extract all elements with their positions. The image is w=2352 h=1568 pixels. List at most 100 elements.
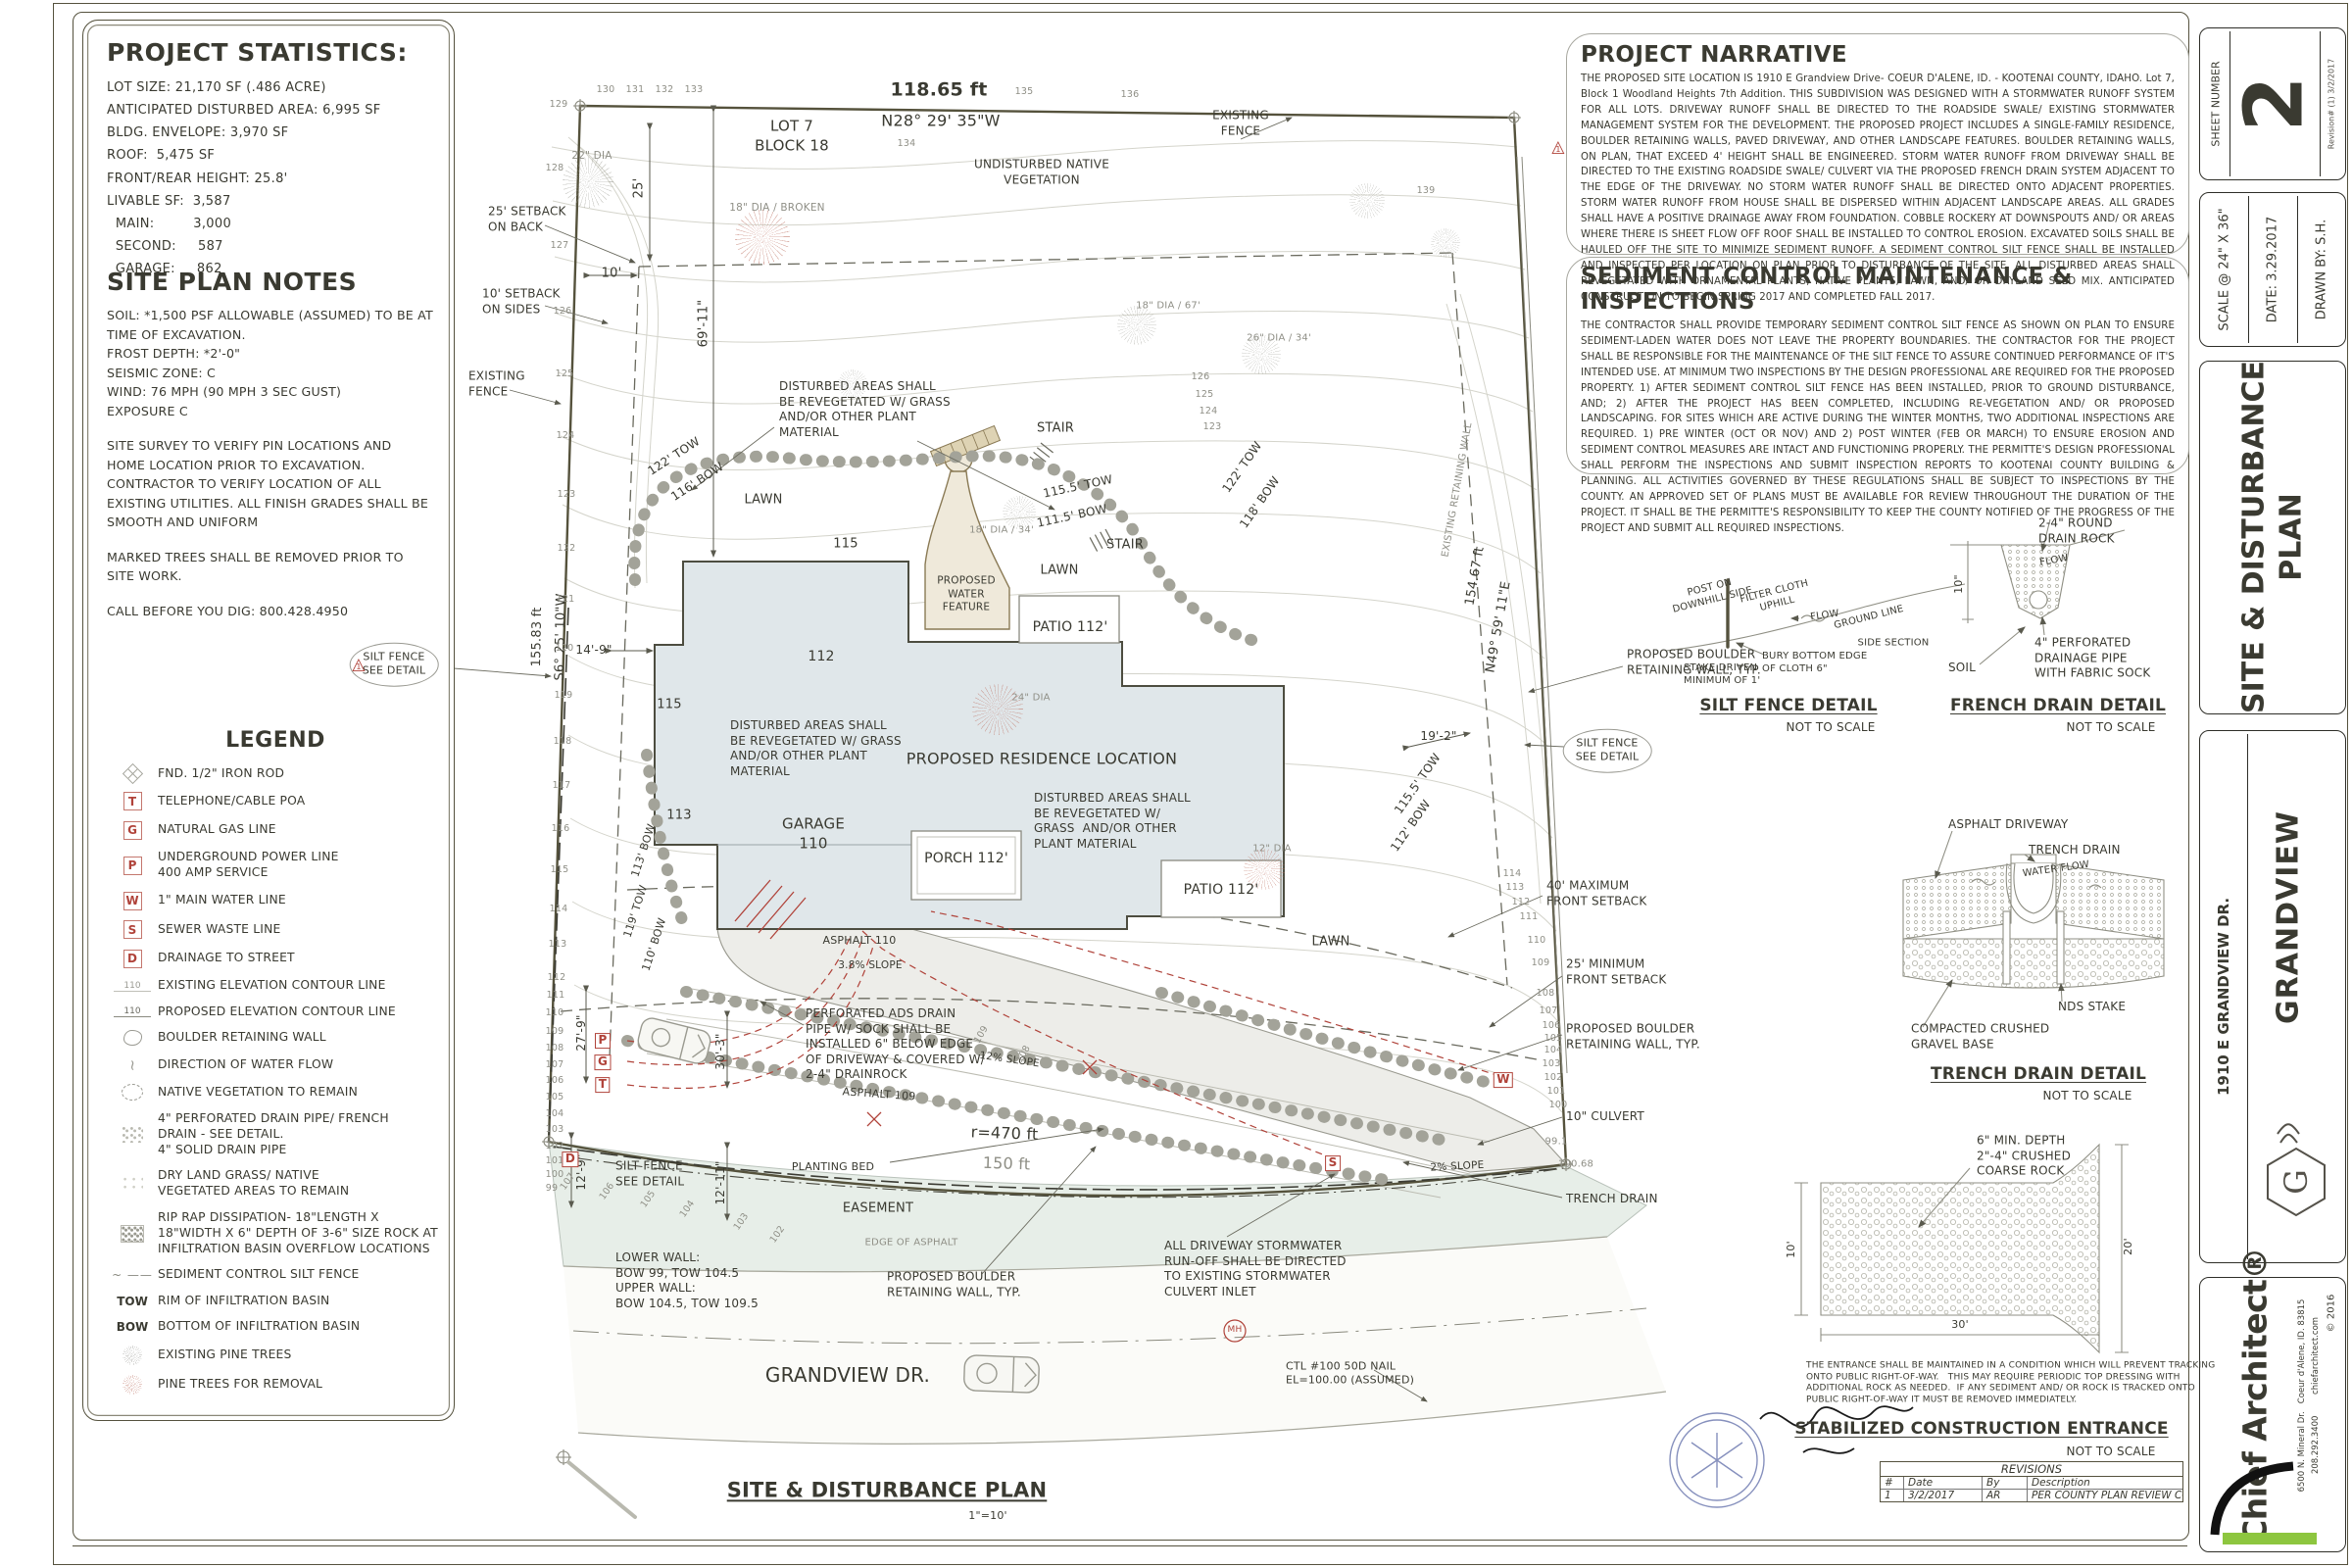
divider [2320, 31, 2321, 176]
sediment-control-section: SEDIMENT CONTROL MAINTENANCE & INSPECTIO… [1566, 257, 2189, 534]
sheet-number-label: SHEET NUMBER [2209, 61, 2223, 147]
legend-item: T TELEPHONE/CABLE POA [107, 792, 444, 811]
divider [2247, 734, 2248, 1259]
legend-label: BOULDER RETAINING WALL [158, 1030, 326, 1045]
grandview-logo: G [2267, 1123, 2326, 1217]
revisions-title: REVISIONS [1881, 1462, 2182, 1477]
box-symbol-icon: S [122, 920, 142, 940]
text-line: SECOND: 587 [107, 238, 223, 254]
sediment-control-title: SEDIMENT CONTROL MAINTENANCE & INSPECTIO… [1581, 264, 2073, 315]
text-line: LOT SIZE: 21,170 SF (.486 ACRE) [107, 80, 326, 95]
sheet-date: DATE: 3.29.2017 [2265, 216, 2280, 323]
divider [2297, 196, 2298, 343]
sheet-title: SITE & DISTURBANCE PLAN [2236, 360, 2309, 714]
project-statistics-lines: LOT SIZE: 21,170 SF (.486 ACRE) ANTICIPAT… [107, 76, 440, 280]
text-line: SITE SURVEY TO VERIFY PIN LOCATIONS AND … [107, 438, 428, 530]
text-line: BLDG. ENVELOPE: 3,970 SF [107, 125, 289, 141]
legend-label: SEDIMENT CONTROL SILT FENCE [158, 1267, 360, 1282]
boulder-symbol-icon [122, 1030, 142, 1047]
site-plan-notes-body: SOIL: *1,500 PSF ALLOWABLE (ASSUMED) TO … [107, 306, 440, 620]
box-symbol-icon: P [122, 856, 142, 875]
project-id-box: 1910 E GRANDVIEW DR. GRANDVIEW G [2199, 730, 2346, 1263]
left-info-panel: PROJECT STATISTICS: LOT SIZE: 21,170 SF … [82, 20, 455, 1421]
legend: LEGEND FND. 1/2" IRON ROD T TELEPHONE/CABL… [107, 728, 444, 1405]
legend-label: DIRECTION OF WATER FLOW [158, 1056, 334, 1071]
svg-text:G: G [2278, 1169, 2315, 1195]
legend-item: W 1" MAIN WATER LINE [107, 891, 444, 910]
legend-label: BOTTOM OF INFILTRATION BASIN [158, 1319, 361, 1334]
french-symbol-icon [122, 1126, 143, 1144]
sheet-number-box: SHEET NUMBER 2 Revision# (1) 3/2/2017 [2199, 27, 2346, 180]
text-line: SOIL: *1,500 PSF ALLOWABLE (ASSUMED) TO … [107, 308, 433, 418]
chief-architect-box: © 2016 Chief Architect® 6500 N. Mineral … [2199, 1248, 2346, 1552]
text-line: ROOF: 5,475 SF [107, 148, 216, 164]
text-line: ANTICIPATED DISTURBED AREA: 6,995 SF [107, 103, 381, 119]
legend-label: NATIVE VEGETATION TO REMAIN [158, 1084, 358, 1099]
legend-title: LEGEND [225, 728, 325, 753]
text-line: CALL BEFORE YOU DIG: 800.428.4950 [107, 603, 349, 618]
legend-item: BOULDER RETAINING WALL [107, 1030, 444, 1047]
txt-symbol-icon: TOW [117, 1294, 148, 1308]
legend-item: NATIVE VEGETATION TO REMAIN [107, 1084, 444, 1102]
legend-item: DIRECTION OF WATER FLOW [107, 1056, 444, 1074]
sheet-drawn-by: DRAWN BY: S.H. [2314, 219, 2329, 320]
sheet-title-box: SITE & DISTURBANCE PLAN [2199, 361, 2346, 714]
project-narrative: PROJECT NARRATIVE THE PROPOSED SITE LOCA… [1566, 33, 2189, 303]
legend-item: EXISTING PINE TREES [107, 1345, 444, 1365]
legend-item: 4" PERFORATED DRAIN PIPE/ FRENCH DRAIN -… [107, 1111, 444, 1158]
project-narrative-title: PROJECT NARRATIVE [1581, 42, 1848, 68]
legend-item: TOW RIM OF INFILTRATION BASIN [107, 1294, 444, 1309]
revision-note: Revision# (1) 3/2/2017 [2327, 58, 2336, 150]
text-line: FRONT/REAR HEIGHT: 25.8' [107, 171, 288, 186]
sheet-scale: SCALE @ 24" X 36" [2217, 208, 2232, 331]
brand-copyright: © 2016 [2326, 1294, 2337, 1333]
legend-label: RIM OF INFILTRATION BASIN [158, 1293, 330, 1307]
flow-symbol-icon [123, 1059, 141, 1072]
legend-label: EXISTING ELEVATION CONTOUR LINE [158, 978, 386, 993]
project-address: 1910 E GRANDVIEW DR. [2215, 897, 2232, 1097]
site-plan-notes-title: SITE PLAN NOTES [107, 268, 358, 296]
box-symbol-icon: T [122, 792, 142, 811]
legend-label: RIP RAP DISSIPATION- 18"LENGTH X 18"WIDT… [158, 1209, 438, 1255]
legend-item: RIP RAP DISSIPATION- 18"LENGTH X 18"WIDT… [107, 1210, 444, 1257]
native-symbol-icon [122, 1084, 143, 1102]
project-narrative-body: THE PROPOSED SITE LOCATION IS 1910 E Gra… [1581, 74, 2175, 303]
legend-item: FND. 1/2" IRON ROD [107, 763, 444, 785]
brand-contact: 208.292.3400 chiefarchitect.com [2311, 1316, 2321, 1475]
legend-label: 1" MAIN WATER LINE [158, 893, 286, 907]
chief-architect-logo [2210, 1461, 2317, 1544]
text-line: MARKED TREES SHALL BE REMOVED PRIOR TO S… [107, 549, 404, 584]
legend-item: PINE TREES FOR REMOVAL [107, 1375, 444, 1396]
pineex-symbol-icon [122, 1345, 142, 1365]
pinerm-symbol-icon [122, 1375, 142, 1396]
ctex-symbol-icon: 110 [114, 981, 151, 992]
sediment-control-body: THE CONTRACTOR SHALL PROVIDE TEMPORARY S… [1581, 320, 2175, 534]
grass-symbol-icon [122, 1176, 143, 1193]
box-symbol-icon: G [122, 820, 142, 840]
site-plan-notes: SITE PLAN NOTES SOIL: *1,500 PSF ALLOWAB… [107, 268, 440, 636]
sheet-number: 2 [2228, 75, 2322, 132]
text-line: MAIN: 3,000 [107, 216, 232, 231]
legend-label: 4" PERFORATED DRAIN PIPE/ FRENCH DRAIN -… [158, 1110, 389, 1156]
legend-item: SEDIMENT CONTROL SILT FENCE [107, 1267, 444, 1283]
project-statistics-title: PROJECT STATISTICS: [107, 38, 408, 67]
box-symbol-icon: W [122, 891, 142, 910]
ctpr-symbol-icon: 110 [114, 1006, 151, 1018]
legend-label: PINE TREES FOR REMOVAL [158, 1377, 323, 1392]
legend-label: EXISTING PINE TREES [158, 1347, 292, 1361]
legend-label: TELEPHONE/CABLE POA [158, 793, 306, 808]
project-name: GRANDVIEW [2271, 810, 2306, 1024]
rod-symbol-icon [122, 763, 143, 785]
